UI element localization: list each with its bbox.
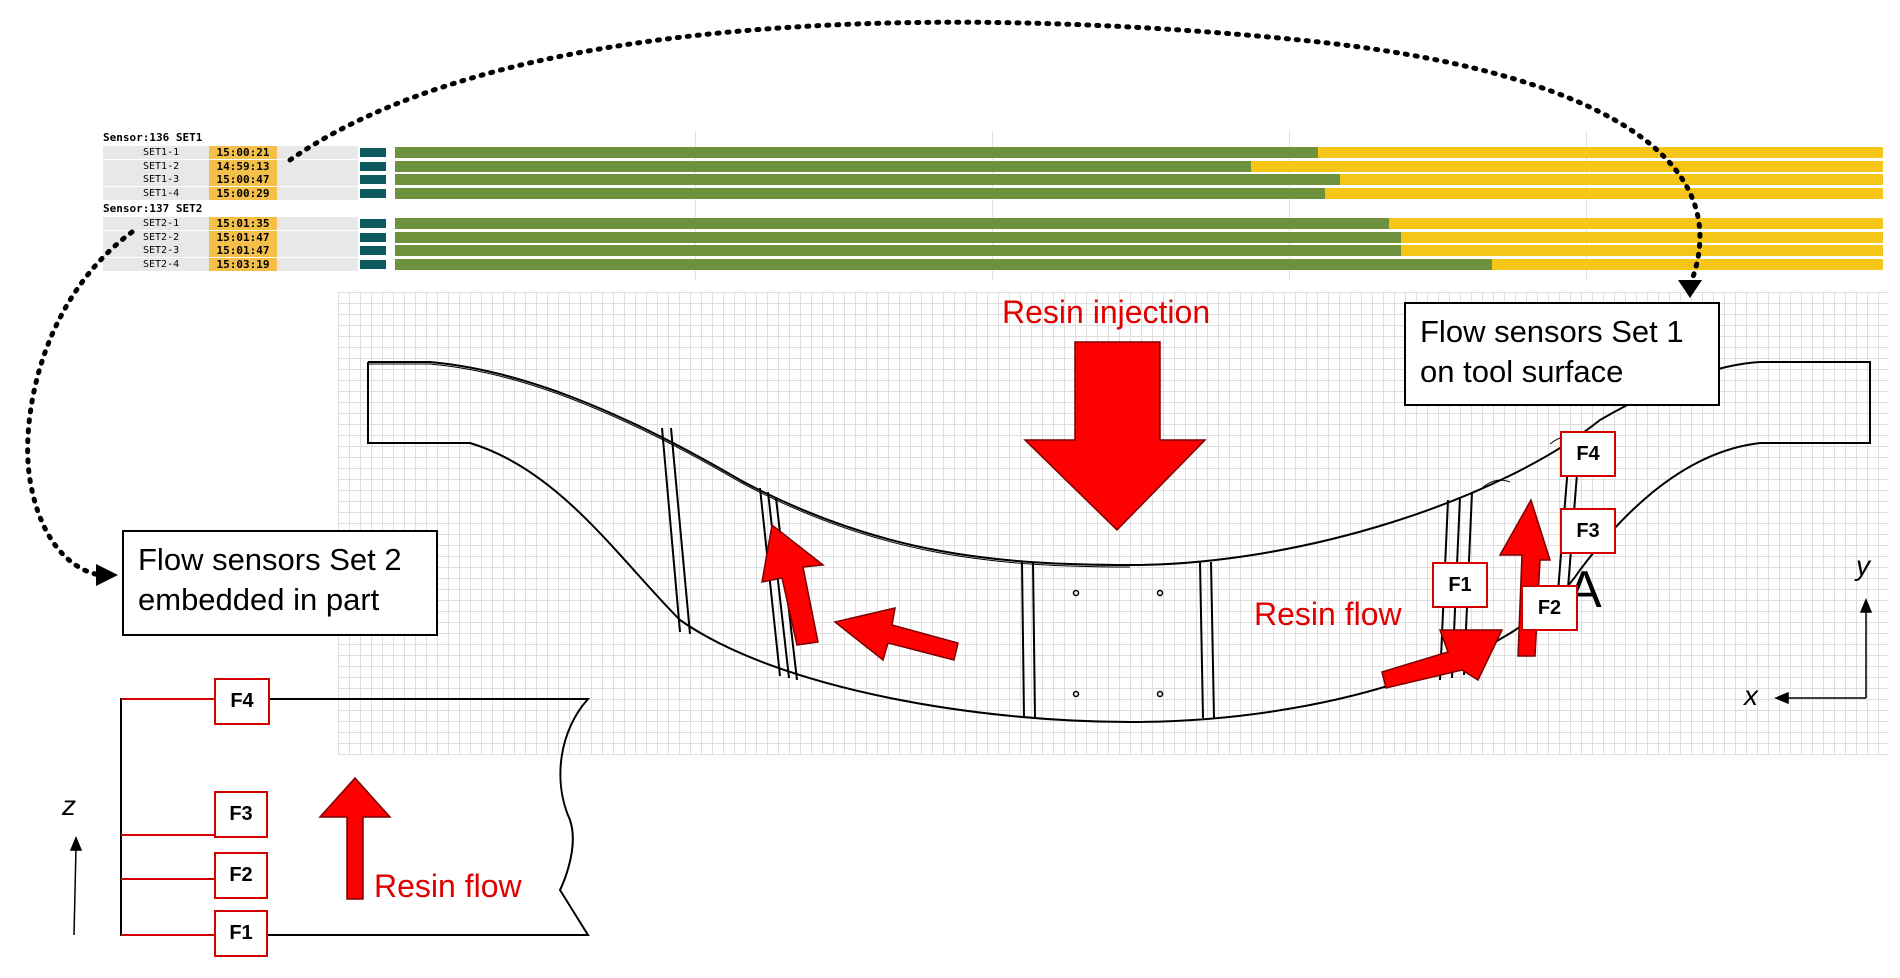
resin-flow-label-cross-section: Resin flow: [374, 868, 522, 904]
hole-markers: [1072, 589, 1164, 698]
sensor-row-progress-fill: [395, 231, 1401, 243]
sensor-row-progress-track: [395, 174, 1883, 185]
sensor-tag-right-f4: F4: [1560, 431, 1616, 477]
connector-set2-arrowhead: [96, 564, 118, 586]
sensor-row-time: 15:00:21: [209, 146, 277, 159]
cross-section-sensor-leads: [121, 698, 216, 936]
sensor-row-indicator: [360, 246, 386, 255]
sensor-row-name: SET2-4: [143, 258, 180, 270]
sensor-row-time: 15:00:29: [209, 186, 277, 200]
z-axis: [69, 836, 83, 936]
sensor-row-time: 15:00:47: [209, 173, 277, 186]
sensor-tag-left-f1: F1: [214, 910, 268, 957]
callout-set2-line2: embedded in part: [138, 582, 380, 617]
sensor-tag-left-f3: F3: [214, 791, 268, 838]
cross-section-drawing: [120, 698, 591, 936]
sensor-row-name: SET2-3: [143, 245, 180, 256]
monitor-grid-line: [1289, 131, 1290, 281]
resin-flow-label-right: Resin flow: [1254, 596, 1402, 632]
sensor-row-name: SET1-1: [143, 147, 180, 158]
sensor-row-progress-fill: [395, 187, 1325, 199]
sensor-row-indicator: [360, 148, 386, 157]
sensor-row-time: 15:01:47: [209, 244, 277, 257]
sensor-row-name: SET2-1: [143, 218, 180, 229]
sensor-row-indicator: [360, 188, 386, 198]
sensor-tag-right-f2: F2: [1521, 585, 1578, 631]
monitor-grid-line: [695, 131, 696, 281]
sensor-row-time: 15:03:19: [209, 257, 277, 271]
monitor-grid-line: [1586, 131, 1587, 281]
sensor-row-progress-fill: [395, 258, 1492, 270]
sensor-row-progress-fill: [395, 245, 1401, 256]
sensor-row: SET2-2 15:01:47: [103, 230, 1883, 244]
sensor-tag-left-f4: F4: [214, 678, 270, 725]
sensor-row-indicator: [360, 259, 386, 269]
sensor-row-progress-track: [395, 160, 1883, 172]
connector-set1-arrowhead: [1678, 280, 1702, 298]
sensor-row-progress-track: [395, 187, 1883, 199]
left-flow-arrows: [761, 523, 959, 662]
sensor-row: SET1-4 15:00:29: [103, 186, 1883, 200]
sensor-row-progress-track: [395, 218, 1883, 229]
callout-set1-line1: Flow sensors Set 1: [1420, 314, 1684, 349]
sensor-row-time: 14:59:13: [209, 159, 277, 173]
callout-set2: Flow sensors Set 2 embedded in part: [122, 530, 438, 636]
callout-set1: Flow sensors Set 1 on tool surface: [1404, 302, 1720, 406]
sensor-row-progress-track: [395, 147, 1883, 158]
sensor-row-progress-track: [395, 258, 1883, 270]
sensor-row-progress-fill: [395, 160, 1251, 172]
sensor-row-indicator: [360, 161, 386, 171]
sensor-row-name: SET1-2: [143, 160, 180, 172]
sensor-row-time: 15:01:47: [209, 230, 277, 244]
sensor-row-indicator: [360, 232, 386, 242]
sensor-group-title: Sensor:137 SET2: [103, 202, 203, 215]
sensor-row: SET2-4 15:03:19: [103, 257, 1883, 271]
sensor-row: SET2-1 15:01:35: [103, 217, 1883, 230]
resin-injection-label: Resin injection: [1002, 294, 1211, 330]
sensor-row: SET1-3 15:00:47: [103, 173, 1883, 186]
sensor-row-indicator: [360, 219, 386, 228]
callout-set2-line1: Flow sensors Set 2: [138, 542, 402, 577]
sensor-row-name: SET1-4: [143, 187, 180, 199]
connector-set1: [287, 19, 1703, 288]
monitor-grid-line: [992, 131, 993, 281]
resin-injection-arrow: [1023, 341, 1207, 532]
axis-label-z: z: [62, 790, 76, 821]
sensor-row-progress-fill: [395, 218, 1389, 229]
sensor-row-indicator: [360, 175, 386, 184]
sensor-row-progress-track: [395, 231, 1883, 243]
sensor-row-time: 15:01:35: [209, 217, 277, 230]
cross-section-flow-arrow: [318, 776, 392, 900]
sensor-tag-right-f3: F3: [1560, 508, 1616, 554]
sensor-tag-right-f1: F1: [1432, 562, 1488, 608]
sensor-tag-left-f2: F2: [214, 852, 268, 899]
connector-set2: [25, 229, 135, 578]
sensor-row-progress-track: [395, 245, 1883, 256]
axis-label-x: x: [1744, 680, 1758, 711]
sensor-row: SET1-1 15:00:21: [103, 146, 1883, 159]
sensor-row-progress-fill: [395, 147, 1318, 158]
axis-label-y: y: [1856, 550, 1870, 581]
sensor-row: SET1-2 14:59:13: [103, 159, 1883, 173]
xy-axis: [1774, 598, 1873, 705]
sensor-row-name: SET2-2: [143, 231, 180, 243]
sensor-row-name: SET1-3: [143, 174, 180, 185]
right-flow-arrows: [1381, 498, 1552, 689]
sensor-row-progress-fill: [395, 174, 1340, 185]
callout-set1-line2: on tool surface: [1420, 354, 1624, 389]
sensor-group-title: Sensor:136 SET1: [103, 131, 203, 144]
sensor-row: SET2-3 15:01:47: [103, 244, 1883, 257]
